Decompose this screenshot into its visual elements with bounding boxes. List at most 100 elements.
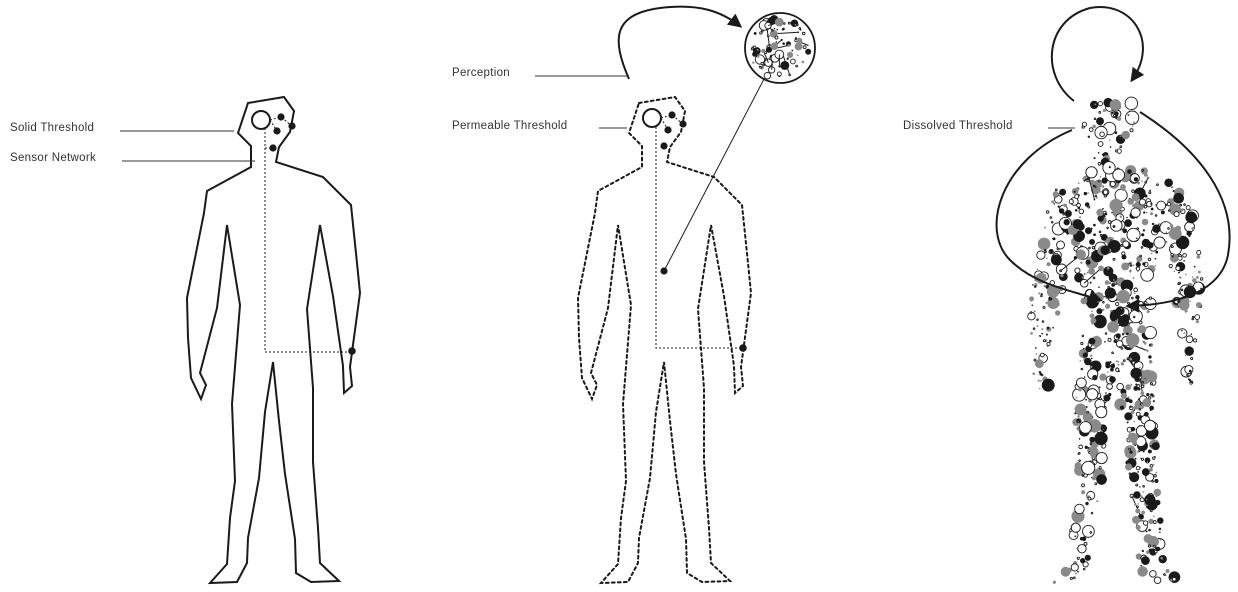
particle-dot bbox=[1047, 262, 1051, 266]
particle-dot bbox=[1137, 506, 1139, 508]
particle-dot bbox=[1063, 203, 1067, 207]
particle-dot bbox=[1099, 231, 1101, 233]
particle-dot bbox=[1139, 486, 1141, 488]
particle-dot bbox=[1136, 412, 1140, 416]
particle-dot bbox=[1148, 449, 1152, 453]
particle-dot bbox=[1033, 328, 1035, 330]
particle-dot bbox=[1045, 251, 1047, 253]
particle-dot bbox=[1116, 360, 1118, 362]
particle-dot bbox=[1160, 539, 1162, 541]
particle-dot bbox=[1074, 256, 1077, 259]
particle-dot bbox=[1031, 304, 1033, 306]
particle-dot bbox=[1122, 228, 1127, 233]
particle-dot bbox=[1087, 180, 1089, 182]
particle-dot bbox=[1131, 208, 1140, 217]
particle-dot bbox=[1174, 212, 1179, 217]
particle-dot bbox=[1161, 210, 1165, 214]
particle-dot bbox=[1147, 310, 1150, 313]
particle-dot bbox=[1119, 346, 1121, 348]
particle-dot bbox=[1120, 216, 1122, 218]
particle-dot bbox=[1076, 187, 1080, 191]
permeable-eye-sensor bbox=[643, 109, 661, 127]
particle-dot bbox=[1142, 468, 1150, 476]
particle-dot bbox=[1081, 484, 1084, 487]
particle-dot bbox=[1140, 255, 1142, 257]
particle-dot bbox=[1130, 384, 1132, 386]
particle-dot bbox=[1155, 251, 1158, 254]
particle-dot bbox=[1141, 495, 1143, 497]
particle-dot bbox=[1111, 311, 1113, 313]
particle-dot bbox=[1098, 180, 1100, 182]
particle-dot bbox=[760, 66, 762, 68]
particle-dot bbox=[797, 24, 799, 26]
particle-dot bbox=[1149, 190, 1151, 192]
particle-dot bbox=[1080, 537, 1083, 540]
particle-dot bbox=[1134, 288, 1138, 292]
particle-dot bbox=[1180, 266, 1184, 270]
particle-dot bbox=[1044, 285, 1047, 288]
particle-dot bbox=[1144, 494, 1155, 505]
particle-dot bbox=[1078, 545, 1086, 553]
particle-dot bbox=[797, 54, 799, 56]
particle-dot bbox=[1038, 380, 1040, 382]
particle-dot bbox=[1128, 302, 1130, 304]
particle-dot bbox=[1146, 530, 1148, 532]
particle-dot bbox=[1103, 302, 1105, 304]
particle-dot bbox=[1153, 457, 1155, 459]
particle-dot bbox=[1123, 241, 1129, 247]
particle-dot bbox=[1121, 254, 1126, 259]
particle-dot bbox=[1111, 220, 1123, 232]
particle-dot bbox=[1113, 225, 1116, 228]
particle-dot bbox=[1186, 231, 1191, 236]
particle-dot bbox=[1129, 109, 1131, 111]
particle-dot bbox=[1133, 421, 1135, 423]
particle-dot bbox=[1147, 242, 1154, 249]
particle-dot bbox=[1185, 346, 1194, 355]
particle-dot bbox=[1109, 282, 1111, 284]
particle-dot bbox=[1108, 393, 1111, 396]
particle-dot bbox=[1189, 235, 1191, 237]
particle-dot bbox=[1125, 384, 1131, 390]
particle-dot bbox=[1149, 360, 1153, 364]
particle-dot bbox=[1039, 373, 1042, 376]
particle-dot bbox=[1134, 177, 1138, 181]
particle-dot bbox=[1092, 375, 1097, 380]
particle-dot bbox=[1155, 550, 1158, 553]
particle-dot bbox=[1039, 335, 1041, 337]
particle-dot bbox=[1150, 473, 1152, 475]
particle-dot bbox=[1117, 290, 1130, 303]
particle-dot bbox=[1039, 388, 1041, 390]
particle-dot bbox=[1077, 571, 1079, 573]
particle-dot bbox=[1108, 221, 1111, 224]
particle-dot bbox=[1087, 272, 1089, 274]
particle-dot bbox=[775, 18, 784, 27]
particle-dot bbox=[1127, 198, 1134, 205]
particle-dot bbox=[1121, 362, 1124, 365]
particle-dot bbox=[1164, 574, 1166, 576]
particle-dot bbox=[1118, 364, 1120, 366]
particle-dot bbox=[1070, 577, 1072, 579]
particle-dot bbox=[1107, 384, 1113, 390]
particle-dot bbox=[1113, 258, 1115, 260]
particle-dot bbox=[1073, 577, 1075, 579]
particle-dot bbox=[765, 58, 767, 60]
particle-dot bbox=[1083, 533, 1085, 535]
particle-dot bbox=[1083, 348, 1085, 350]
particle-dot bbox=[1187, 374, 1189, 376]
particle-dot bbox=[1084, 273, 1086, 275]
particle-dot bbox=[791, 50, 793, 52]
particle-dot bbox=[1142, 170, 1144, 172]
particle-dot bbox=[1128, 396, 1130, 398]
particle-dot bbox=[1149, 549, 1153, 553]
particle-dot bbox=[1044, 227, 1046, 229]
particle-dot bbox=[1168, 210, 1170, 212]
particle-dot bbox=[1137, 182, 1140, 185]
particle-dot bbox=[1189, 301, 1191, 303]
particle-dot bbox=[802, 61, 805, 64]
particle-dot bbox=[788, 22, 790, 24]
particle-dot bbox=[1055, 189, 1057, 191]
particle-dot bbox=[1133, 277, 1135, 279]
particle-dot bbox=[1143, 451, 1145, 453]
particle-dot bbox=[1046, 334, 1048, 336]
particle-dot bbox=[1123, 360, 1125, 362]
